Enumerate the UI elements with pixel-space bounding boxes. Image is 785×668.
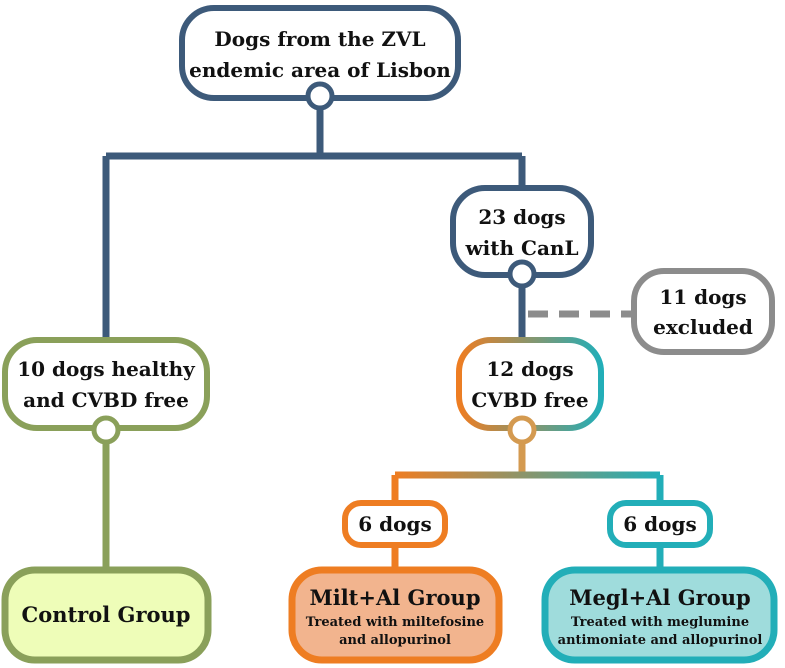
milt-count-label: 6 dogs bbox=[358, 512, 431, 536]
milt-group-title: Milt+Al Group bbox=[309, 585, 480, 610]
excluded-node-line2: excluded bbox=[653, 315, 753, 339]
canl-node: 23 dogs with CanL bbox=[450, 185, 594, 289]
milt-count-node: 6 dogs bbox=[342, 500, 448, 548]
megl-count-label: 6 dogs bbox=[623, 512, 696, 536]
root-node: Dogs from the ZVL endemic area of Lisbon bbox=[179, 5, 461, 111]
cvbd-node: 12 dogs CVBD free bbox=[456, 337, 604, 445]
excluded-node-line1: 11 dogs bbox=[659, 285, 746, 309]
megl-group-line2: antimoniate and allopurinol bbox=[558, 633, 763, 648]
canl-node-line1: 23 dogs bbox=[478, 205, 565, 229]
root-node-line2: endemic area of Lisbon bbox=[189, 58, 451, 82]
milt-group-line1: Treated with miltefosine bbox=[306, 615, 484, 630]
megl-group-node: Megl+Al Group Treated with meglumine ant… bbox=[541, 566, 778, 664]
root-node-line1: Dogs from the ZVL bbox=[214, 27, 425, 51]
healthy-node-connector-dot bbox=[91, 415, 121, 445]
milt-group-line2: and allopurinol bbox=[339, 633, 451, 648]
milt-group-node: Milt+Al Group Treated with miltefosine a… bbox=[288, 566, 503, 664]
control-group-title: Control Group bbox=[21, 602, 190, 627]
megl-group-line1: Treated with meglumine bbox=[571, 615, 749, 630]
cvbd-node-connector-dot bbox=[507, 415, 537, 445]
excluded-node: 11 dogs excluded bbox=[631, 268, 775, 355]
canl-node-line2: with CanL bbox=[464, 236, 578, 260]
healthy-node-line1: 10 dogs healthy bbox=[17, 357, 196, 381]
connectors bbox=[102, 106, 664, 570]
root-node-connector-dot bbox=[305, 81, 335, 111]
control-group-node: Control Group bbox=[1, 566, 212, 664]
healthy-node-line2: and CVBD free bbox=[23, 388, 189, 412]
canl-node-connector-dot bbox=[507, 259, 537, 289]
healthy-node: 10 dogs healthy and CVBD free bbox=[2, 337, 210, 445]
cvbd-node-line2: CVBD free bbox=[471, 388, 588, 412]
cvbd-node-line1: 12 dogs bbox=[486, 357, 573, 381]
megl-group-title: Megl+Al Group bbox=[569, 585, 750, 610]
megl-count-node: 6 dogs bbox=[607, 500, 713, 548]
